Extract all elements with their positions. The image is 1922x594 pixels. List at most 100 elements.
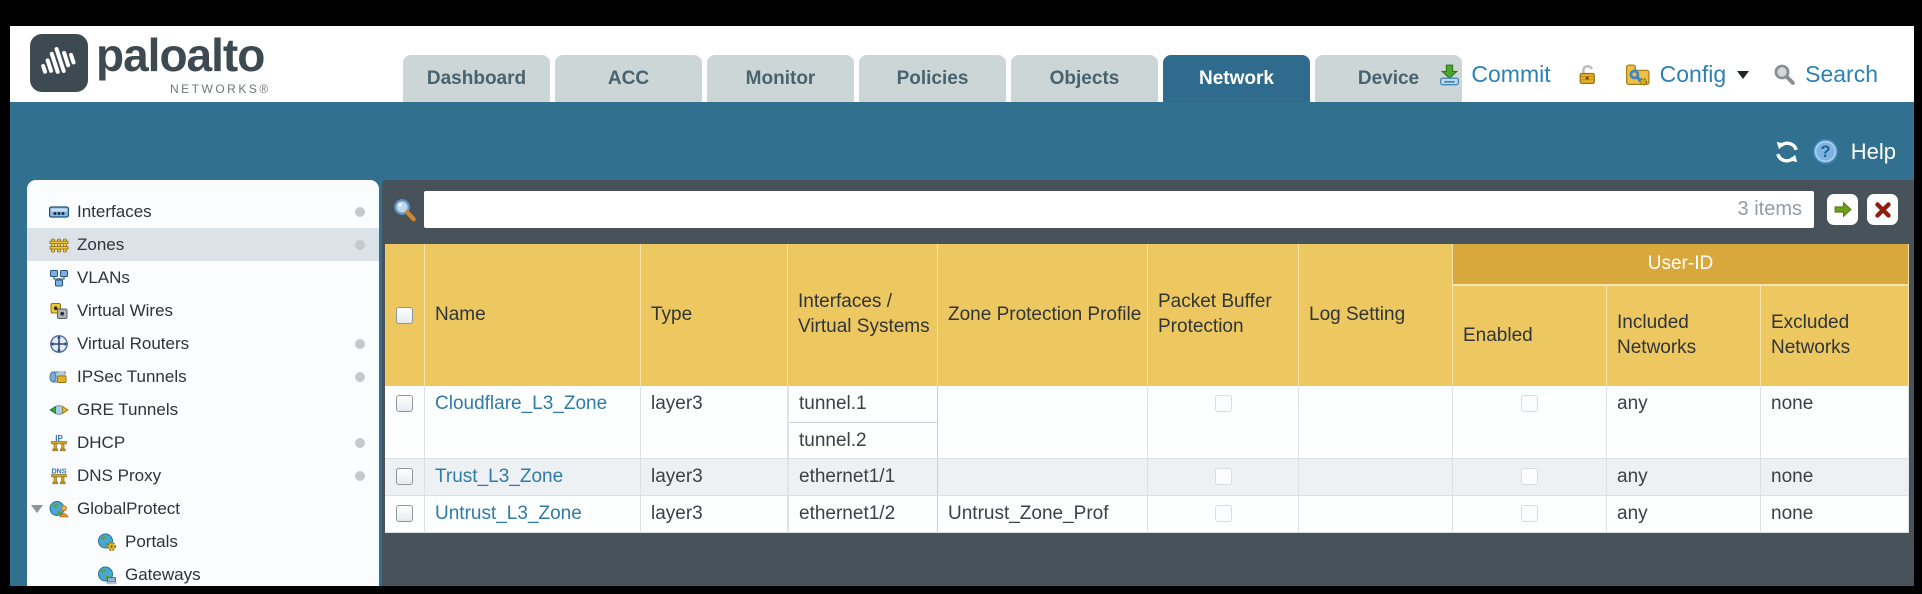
zone-type-cell: layer3: [641, 459, 788, 495]
interface-value: tunnel.1: [799, 393, 867, 414]
tab-network[interactable]: Network: [1163, 55, 1310, 102]
sidebar-item-zones[interactable]: Zones: [27, 228, 379, 261]
tab-device[interactable]: Device: [1315, 55, 1462, 102]
select-all-checkbox[interactable]: [396, 306, 413, 324]
help-icon[interactable]: ?: [1812, 138, 1839, 165]
packet-buffer-protection-indicator: [1214, 468, 1232, 485]
commit-button[interactable]: Commit: [1471, 61, 1551, 87]
sidebar-item-ipsec-tunnels[interactable]: IPSec Tunnels: [27, 360, 379, 393]
packet-buffer-protection-cell: [1148, 496, 1299, 532]
refresh-icon[interactable]: [1774, 139, 1800, 165]
lock-icon[interactable]: [1575, 62, 1600, 87]
included-networks-cell: any: [1607, 459, 1761, 495]
sidebar-item-globalprotect[interactable]: GlobalProtect: [27, 492, 379, 525]
chevron-down-icon[interactable]: [1737, 70, 1750, 79]
row-checkbox[interactable]: [396, 505, 413, 522]
filter-input[interactable]: [424, 198, 1738, 221]
config-icon: [1625, 64, 1650, 86]
included-networks-cell: any: [1607, 496, 1761, 532]
sidebar-item-gre-tunnels[interactable]: GRE Tunnels: [27, 393, 379, 426]
sidebar-item-label: Virtual Routers: [77, 333, 190, 353]
sidebar-item-virtual-routers[interactable]: Virtual Routers: [27, 327, 379, 360]
sidebar-item-virtual-wires[interactable]: Virtual Wires: [27, 294, 379, 327]
items-count: 3 items: [1737, 198, 1802, 220]
config-button[interactable]: Config: [1659, 61, 1727, 87]
column-header-included-networks[interactable]: Included Networks: [1607, 286, 1761, 386]
column-header-name[interactable]: Name: [425, 244, 641, 386]
tab-dashboard[interactable]: Dashboard: [403, 55, 550, 102]
column-header-enabled[interactable]: Enabled: [1453, 286, 1607, 386]
zone-name-link[interactable]: Cloudflare_L3_Zone: [435, 393, 608, 414]
zone-type-cell: layer3: [641, 496, 788, 532]
sidebar-item-gateways[interactable]: Gateways: [27, 558, 379, 586]
virtual-wires-icon: [49, 301, 69, 321]
excluded-networks-cell: none: [1761, 459, 1909, 495]
column-header-interfaces-virtual-systems[interactable]: Interfaces / Virtual Systems: [788, 244, 938, 386]
paloalto-logo-icon: [30, 34, 88, 92]
header-actions: Commit Config Searc: [1437, 61, 1878, 88]
column-header-log-setting[interactable]: Log Setting: [1299, 244, 1453, 386]
column-header-excluded-networks[interactable]: Excluded Networks: [1761, 286, 1909, 386]
zone-name-link[interactable]: Untrust_L3_Zone: [435, 503, 582, 524]
virtual-routers-icon: [49, 334, 69, 354]
clear-filter-button[interactable]: [1867, 194, 1898, 225]
help-label[interactable]: Help: [1850, 138, 1896, 164]
content-toolbar: ? Help: [1774, 138, 1896, 165]
user-id-enabled-indicator: [1521, 505, 1538, 522]
zone-name-cell: Cloudflare_L3_Zone: [425, 386, 641, 458]
search-button[interactable]: Search: [1805, 61, 1878, 87]
sidebar-item-label: Virtual Wires: [77, 300, 174, 320]
dhcp-icon: IP: [49, 433, 69, 453]
status-dot: [355, 240, 365, 250]
apply-filter-button[interactable]: [1827, 194, 1858, 225]
tab-policies[interactable]: Policies: [859, 55, 1006, 102]
expand-toggle-icon[interactable]: [31, 505, 43, 513]
column-header-zone-protection-profile[interactable]: Zone Protection Profile: [938, 244, 1148, 386]
zone-protection-profile-cell: [938, 386, 1148, 458]
interfaces-cell: ethernet1/1: [788, 459, 938, 495]
row-checkbox[interactable]: [396, 395, 413, 412]
sidebar-item-portals[interactable]: Portals: [27, 525, 379, 558]
user-id-enabled-indicator: [1521, 395, 1538, 412]
svg-text:DNS: DNS: [52, 468, 67, 475]
svg-text:IP: IP: [55, 434, 63, 443]
user-id-enabled-cell: [1453, 496, 1607, 532]
sidebar-item-label: GlobalProtect: [77, 498, 180, 518]
column-header-type[interactable]: Type: [641, 244, 788, 386]
row-checkbox[interactable]: [396, 468, 413, 485]
globalprotect-icon: [49, 499, 69, 519]
interface-value: ethernet1/2: [799, 503, 896, 524]
tab-objects[interactable]: Objects: [1011, 55, 1158, 102]
ipsec-tunnels-icon: [49, 367, 69, 387]
vlans-icon: [49, 268, 69, 288]
column-group-user-id: User-ID: [1453, 244, 1909, 286]
tab-acc[interactable]: ACC: [555, 55, 702, 102]
filter-search-icon: [394, 199, 416, 222]
tab-monitor[interactable]: Monitor: [707, 55, 854, 102]
column-header-packet-buffer-protection[interactable]: Packet Buffer Protection: [1148, 244, 1299, 386]
commit-icon: [1440, 64, 1460, 86]
zone-name-link[interactable]: Trust_L3_Zone: [435, 466, 564, 487]
gateways-icon: [97, 565, 117, 585]
sidebar-item-interfaces[interactable]: Interfaces: [27, 195, 379, 228]
user-id-enabled-indicator: [1521, 468, 1538, 485]
row-select-cell: [385, 386, 425, 458]
packet-buffer-protection-indicator: [1214, 505, 1232, 522]
excluded-networks-cell: none: [1761, 496, 1909, 532]
sidebar-item-label: VLANs: [77, 267, 130, 287]
sidebar-item-vlans[interactable]: VLANs: [27, 261, 379, 294]
row-select-cell: [385, 459, 425, 495]
sidebar-item-label: Gateways: [125, 564, 201, 584]
